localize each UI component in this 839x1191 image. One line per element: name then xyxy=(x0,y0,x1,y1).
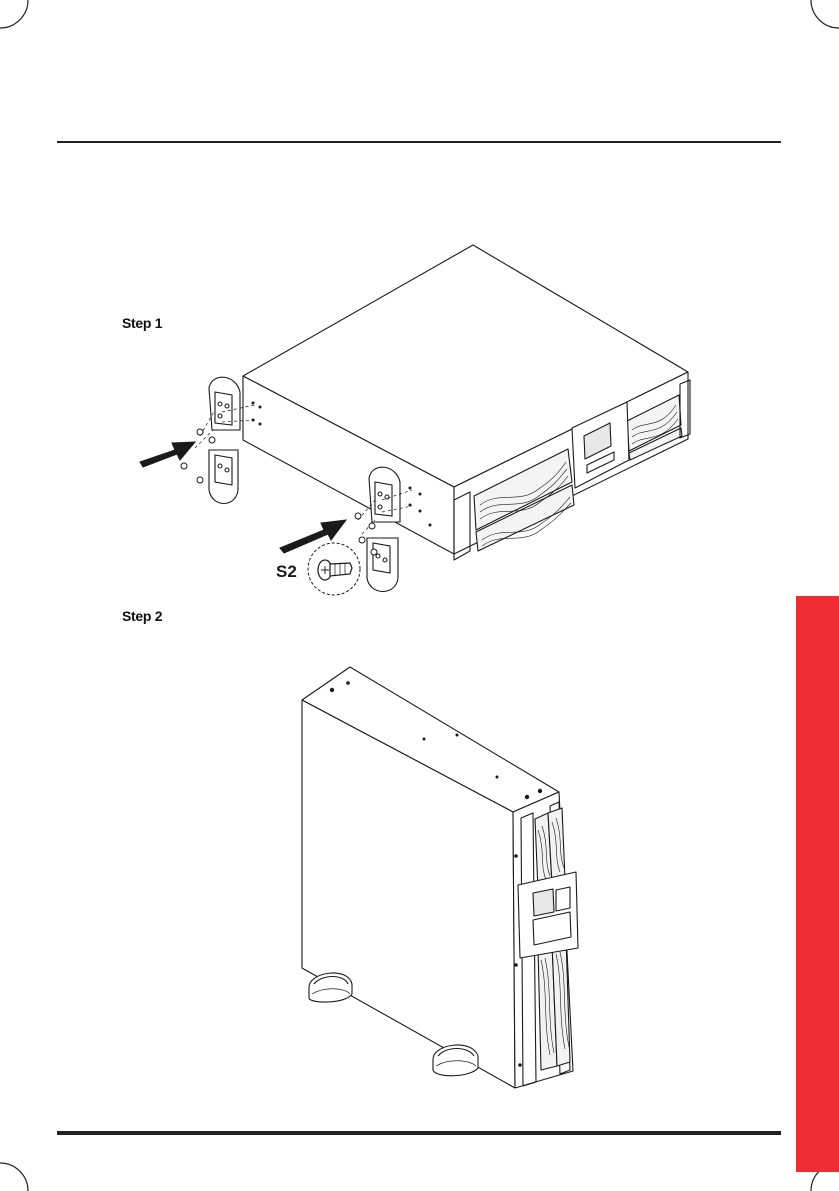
tower-foot-rear xyxy=(309,973,352,1002)
tower-control-panel xyxy=(518,872,578,958)
tower-foot-front xyxy=(433,1045,478,1076)
